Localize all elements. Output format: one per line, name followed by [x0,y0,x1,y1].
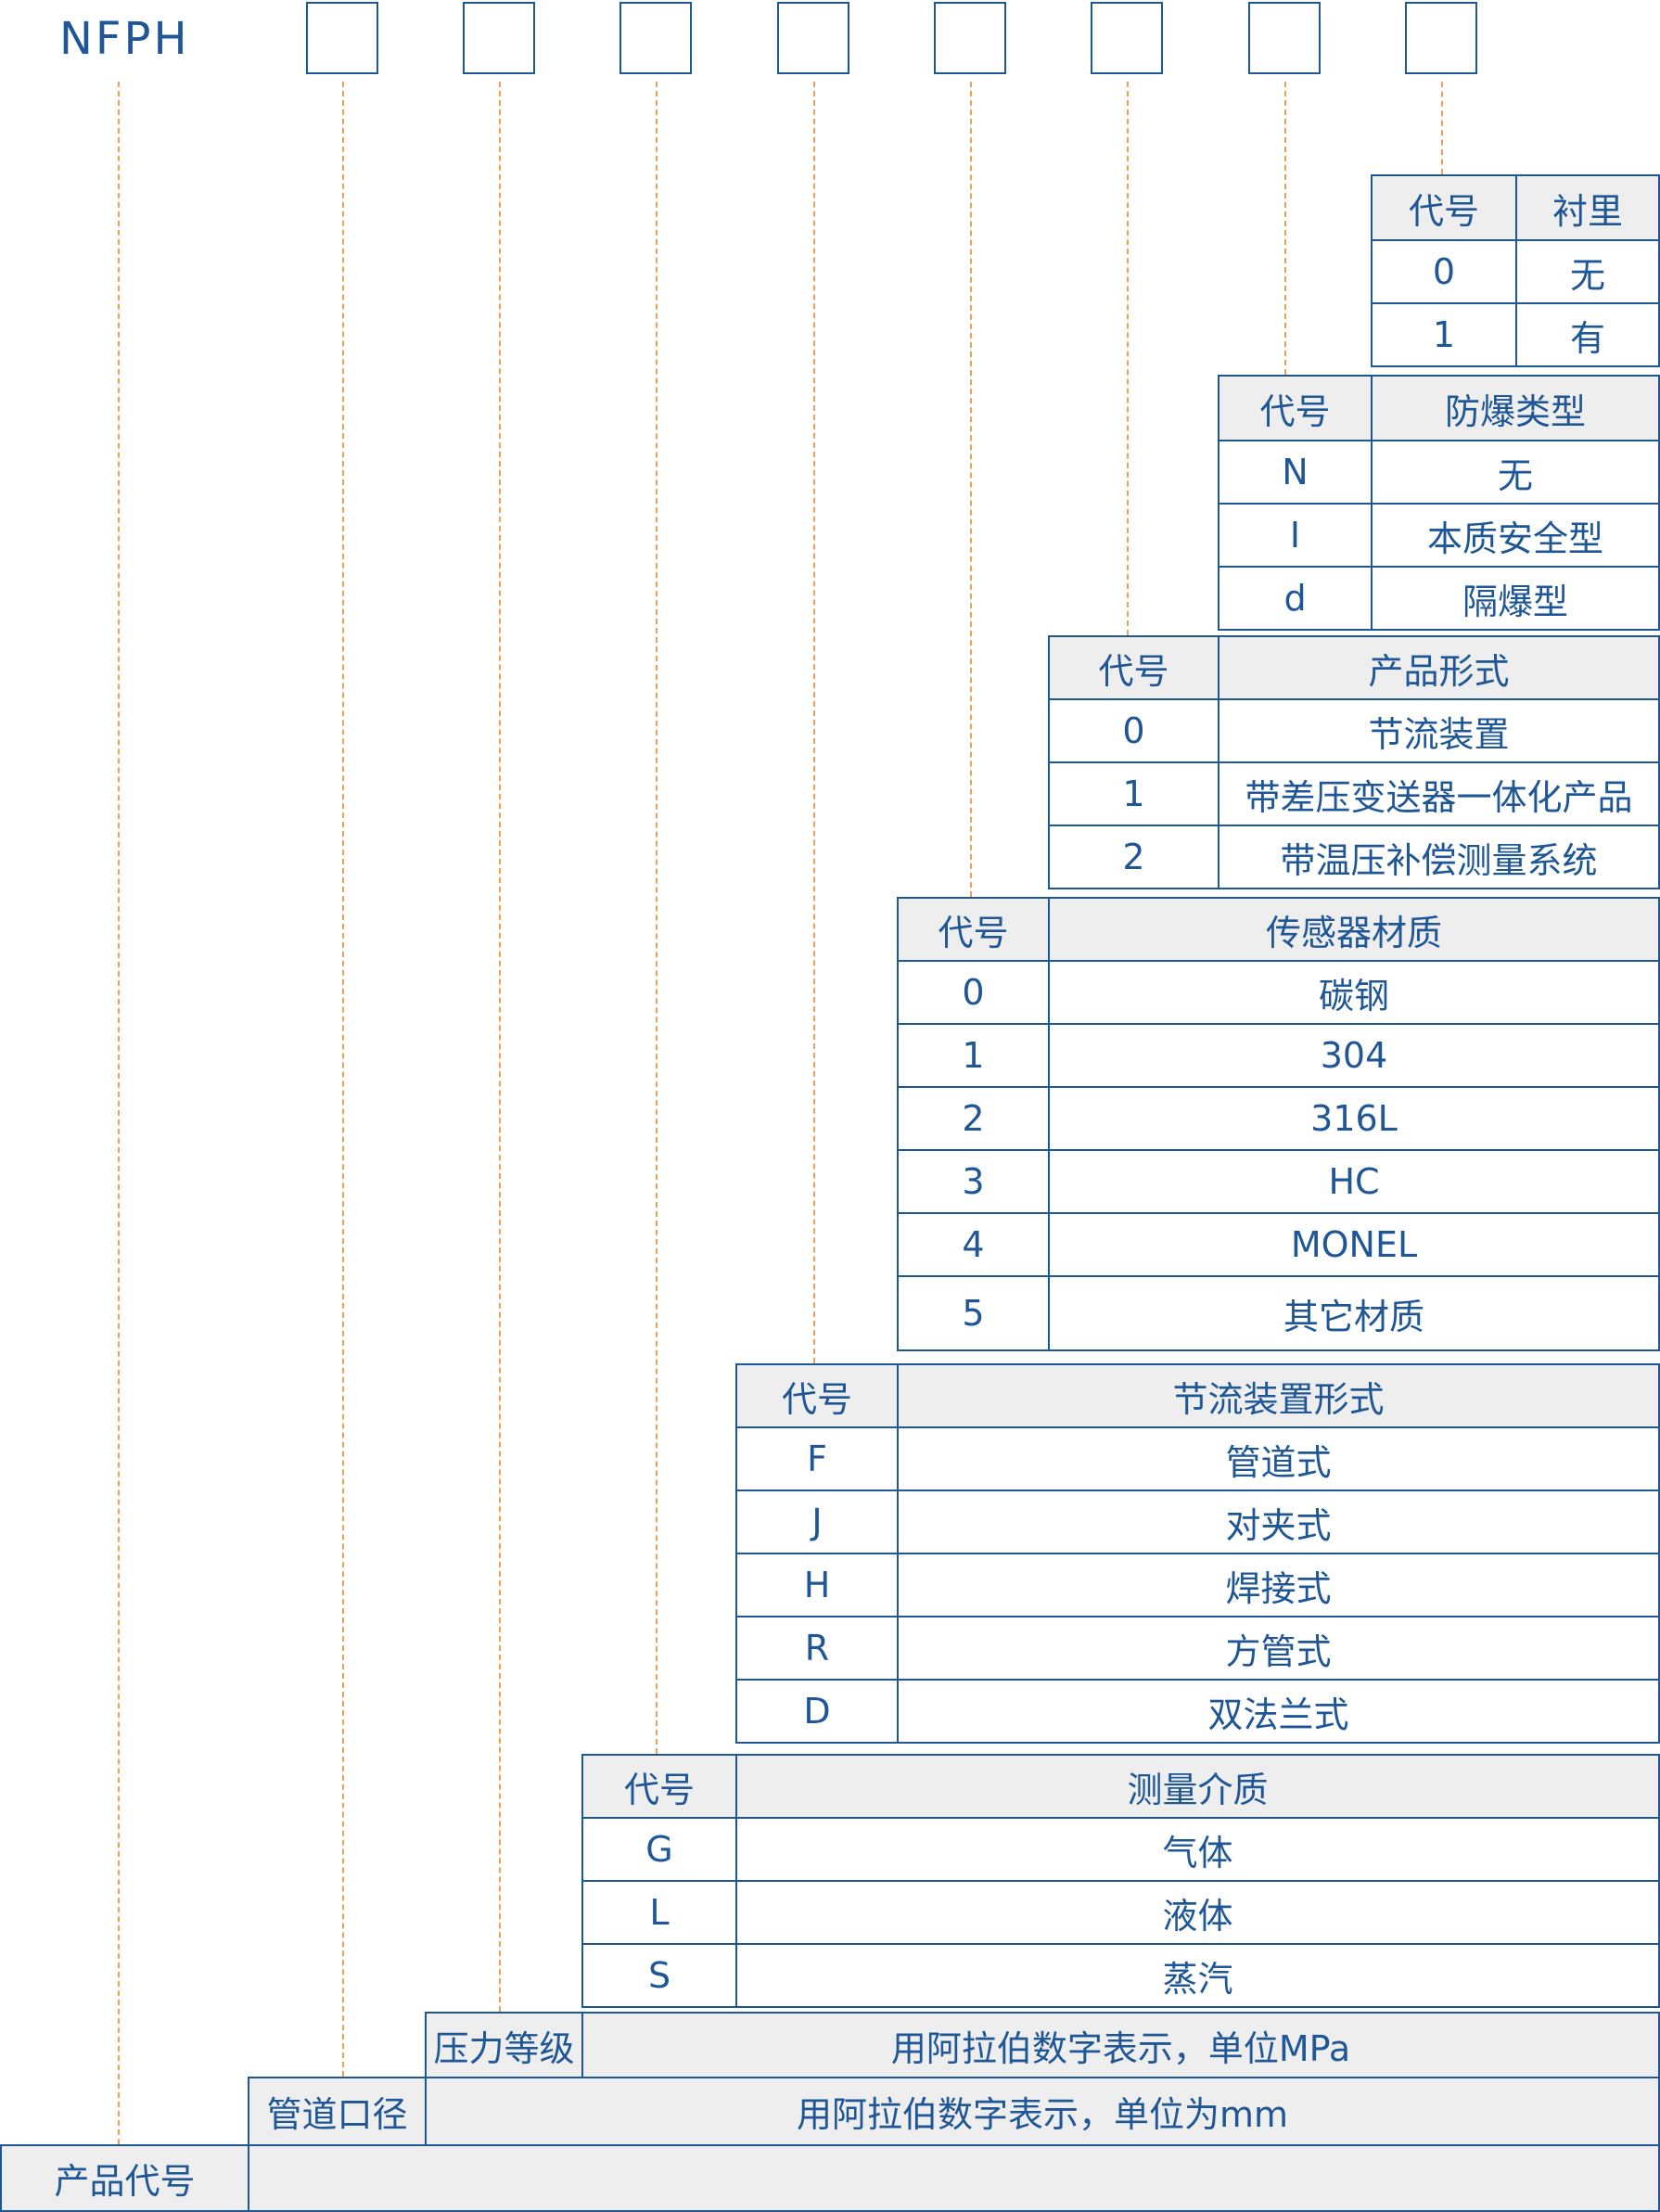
table-cell-desc: 焊接式 [897,1553,1660,1617]
table-cell-code: S [581,1943,737,2008]
table-cell-code: G [581,1817,737,1882]
table-cell-desc: 气体 [735,1817,1660,1882]
table-cell-desc: 带温压补偿测量系统 [1218,825,1660,889]
table-header-desc: 衬里 [1515,174,1660,241]
table-cell-code: J [735,1490,899,1554]
table-cell-code: 0 [1371,239,1517,304]
table-header-code: 代号 [1048,635,1219,700]
product-code-title: NFPH [59,13,190,65]
table-cell-desc: 双法兰式 [897,1679,1660,1744]
table-cell-desc: 液体 [735,1880,1660,1945]
footer-label: 管道口径 [248,2077,427,2146]
table-cell-desc: 本质安全型 [1371,503,1660,568]
footer-label: 产品代号 [0,2144,249,2212]
table-cell-code: 0 [1048,698,1219,763]
table-cell-code: 4 [897,1212,1050,1277]
table-cell-desc: 有 [1515,302,1660,367]
table-cell-desc: MONEL [1048,1212,1660,1277]
table-cell-code: d [1218,566,1373,631]
code-slot-3 [619,2,692,74]
table-cell-code: L [581,1880,737,1945]
table-cell-desc: 方管式 [897,1616,1660,1681]
table-header-code: 代号 [897,897,1050,962]
table-cell-code: H [735,1553,899,1617]
table-cell-code: 0 [897,960,1050,1025]
connector-line [118,82,120,2144]
footer-label: 压力等级 [425,2012,583,2078]
table-header-desc: 传感器材质 [1048,897,1660,962]
table-header-desc: 测量介质 [735,1754,1660,1819]
code-slot-7 [1248,2,1321,74]
table-cell-code: 2 [1048,825,1219,889]
table-header-desc: 产品形式 [1218,635,1660,700]
code-slot-8 [1405,2,1477,74]
table-cell-desc: HC [1048,1149,1660,1214]
table-header-desc: 防爆类型 [1371,375,1660,441]
table-cell-code: F [735,1426,899,1491]
table-cell-desc: 无 [1515,239,1660,304]
table-cell-code: N [1218,440,1373,505]
table-header-code: 代号 [1218,375,1373,441]
connector-line [656,82,658,1754]
table-cell-code: 2 [897,1086,1050,1151]
table-cell-desc: 带差压变送器一体化产品 [1218,761,1660,826]
table-cell-desc: 隔爆型 [1371,566,1660,631]
code-slot-5 [934,2,1006,74]
table-cell-code: D [735,1679,899,1744]
table-cell-code: 5 [897,1275,1050,1351]
connector-line [1441,82,1443,174]
table-cell-code: 3 [897,1149,1050,1214]
connector-line [1284,82,1286,375]
connector-line [1127,82,1129,635]
connector-line [499,82,501,2012]
table-cell-code: 1 [1371,302,1517,367]
footer-value [248,2144,1660,2212]
code-slot-1 [306,2,378,74]
table-cell-desc: 管道式 [897,1426,1660,1491]
code-slot-4 [777,2,849,74]
connector-line [342,82,344,2077]
table-cell-desc: 304 [1048,1023,1660,1088]
connector-line [970,82,972,897]
table-cell-desc: 节流装置 [1218,698,1660,763]
table-cell-desc: 其它材质 [1048,1275,1660,1351]
footer-value: 用阿拉伯数字表示，单位为mm [425,2077,1660,2146]
footer-value: 用阿拉伯数字表示，单位MPa [581,2012,1660,2078]
table-header-code: 代号 [1371,174,1517,241]
table-header-code: 代号 [735,1363,899,1428]
table-cell-desc: 对夹式 [897,1490,1660,1554]
table-header-code: 代号 [581,1754,737,1819]
table-cell-desc: 蒸汽 [735,1943,1660,2008]
code-slot-6 [1091,2,1163,74]
table-cell-desc: 无 [1371,440,1660,505]
code-slot-2 [463,2,535,74]
connector-line [813,82,815,1363]
table-cell-code: R [735,1616,899,1681]
table-cell-code: I [1218,503,1373,568]
table-header-desc: 节流装置形式 [897,1363,1660,1428]
table-cell-desc: 碳钢 [1048,960,1660,1025]
table-cell-code: 1 [1048,761,1219,826]
table-cell-code: 1 [897,1023,1050,1088]
table-cell-desc: 316L [1048,1086,1660,1151]
